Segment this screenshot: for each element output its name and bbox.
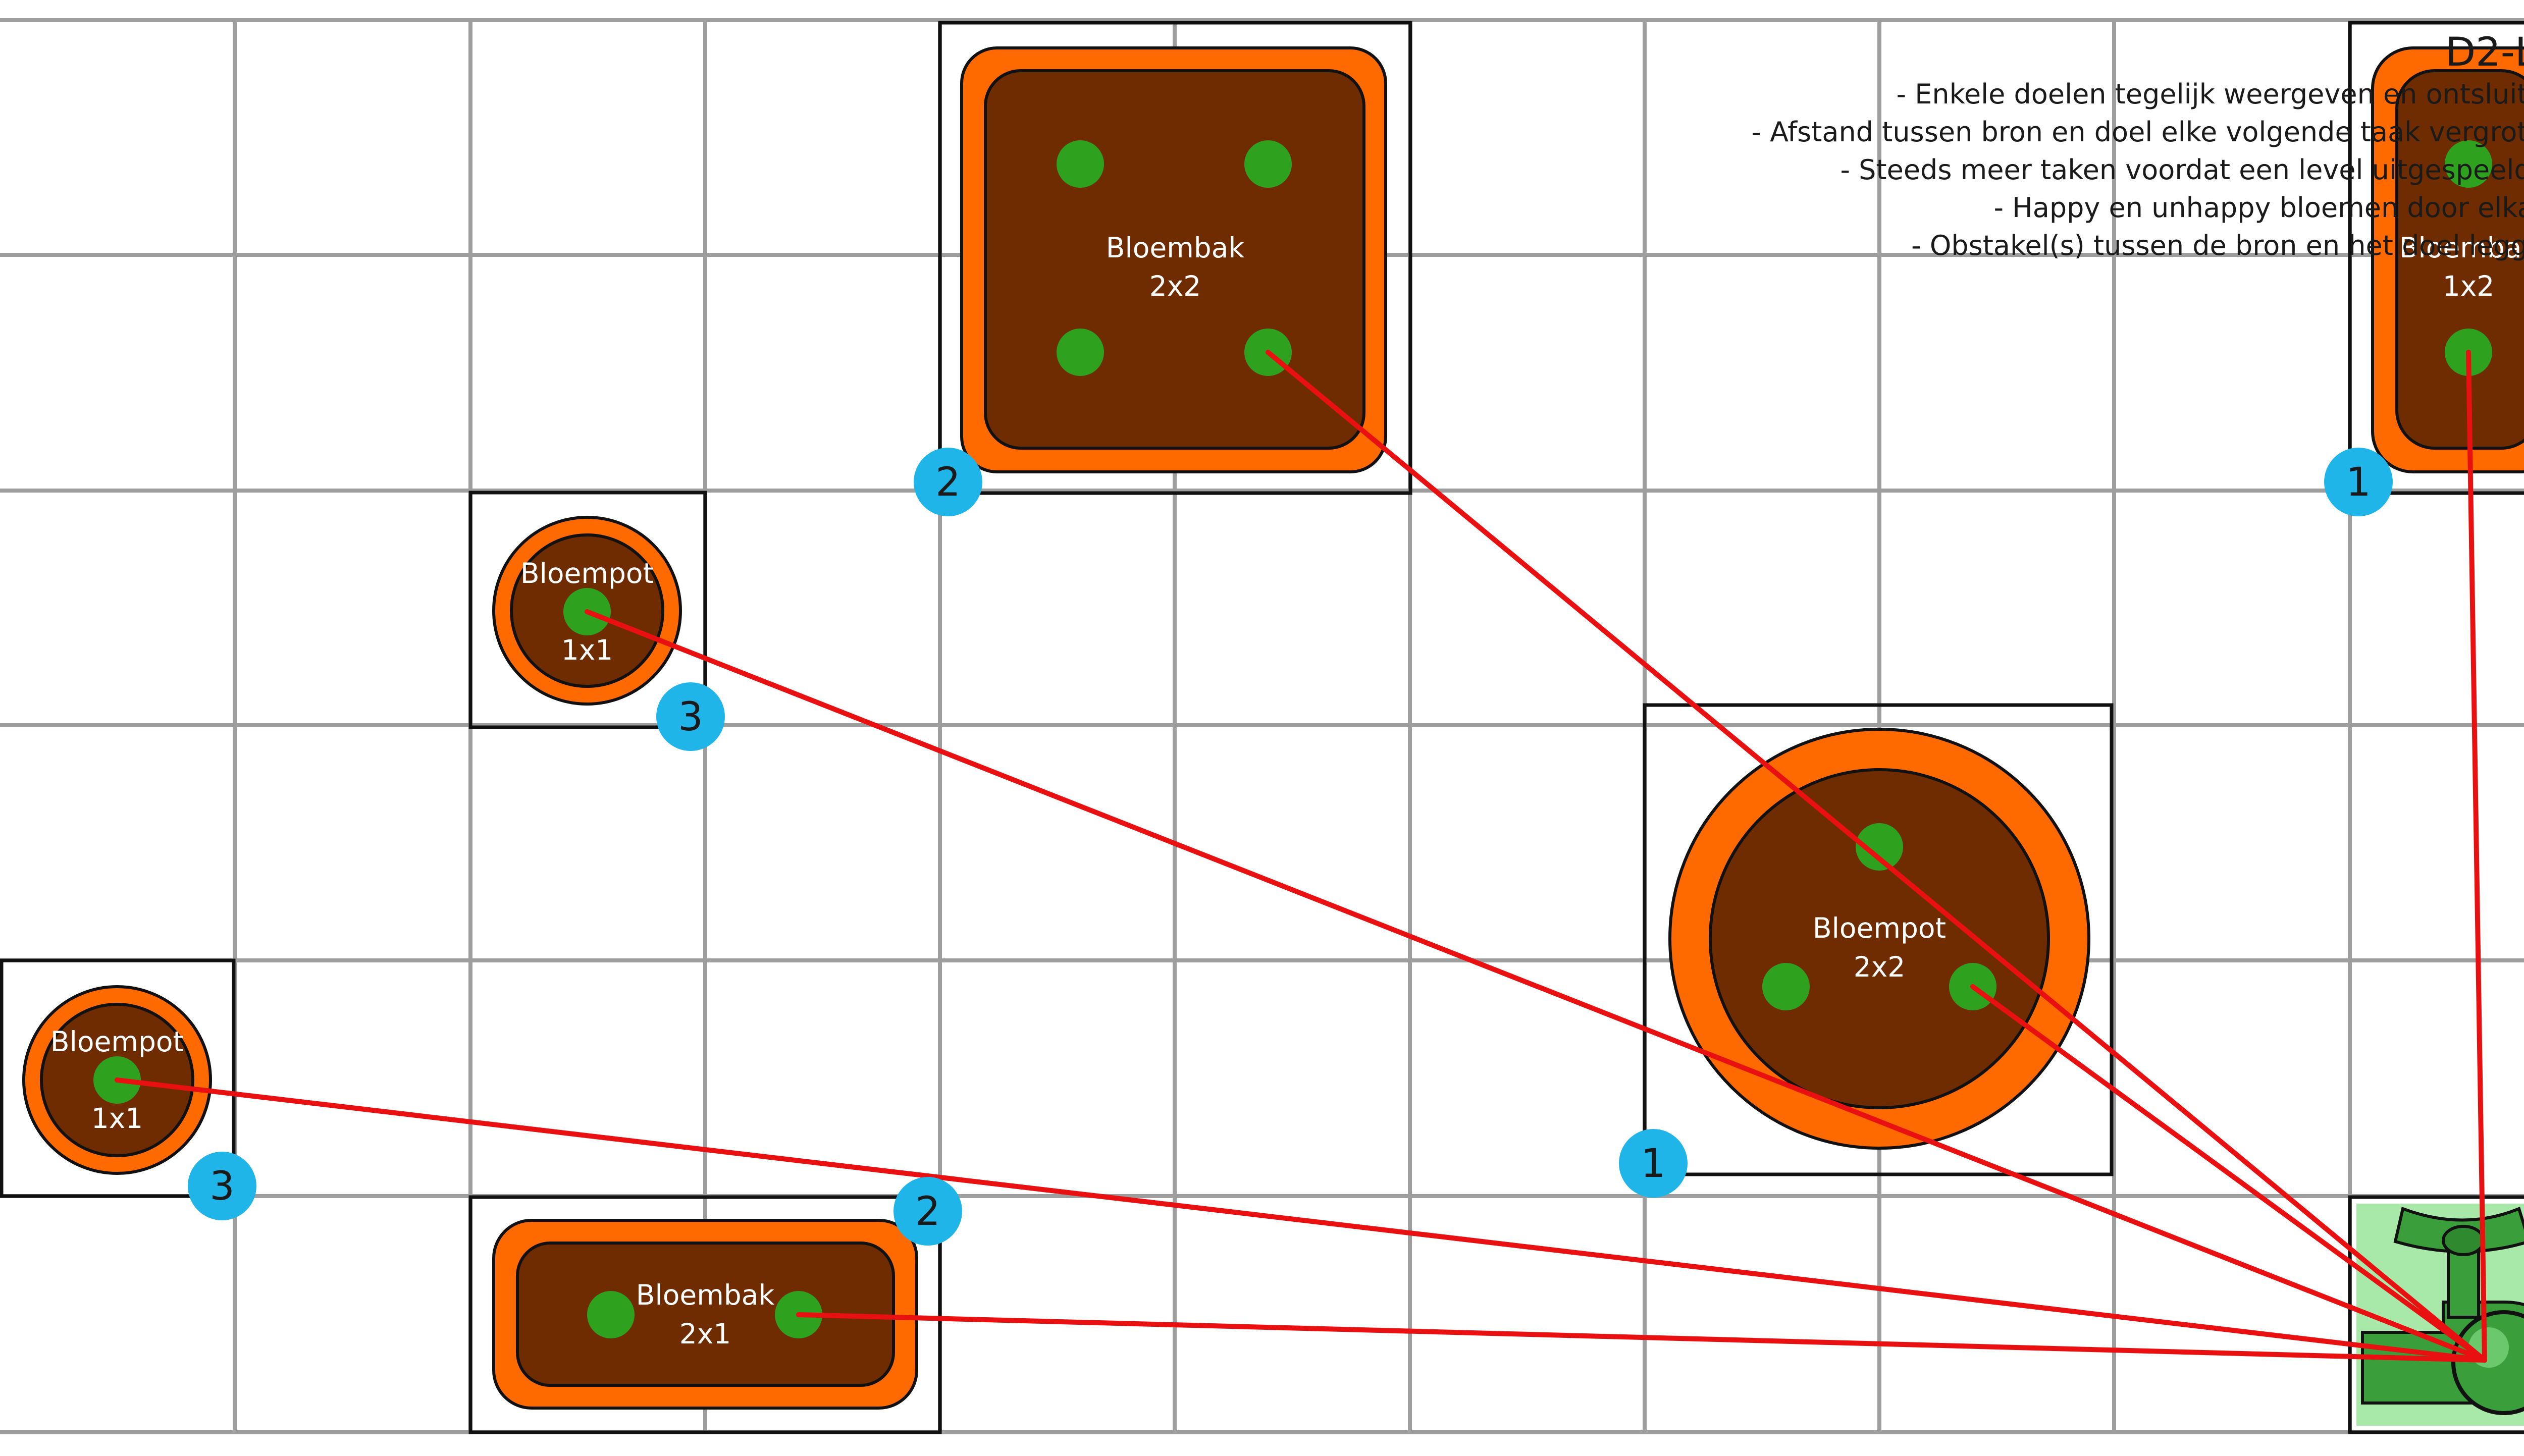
planter-name: Bloempot (520, 557, 654, 589)
planter-size: 2x2 (1149, 270, 1201, 302)
badge-number: 2 (915, 1189, 940, 1234)
flower[interactable] (1762, 963, 1810, 1010)
level-notes: - Enkele doelen tegelijk weergeven en on… (1751, 78, 2524, 261)
badge-3-mid: 3 (656, 682, 725, 751)
note-line: - Afstand tussen bron en doel elke volge… (1751, 116, 2524, 148)
planter-size: 2x1 (679, 1318, 731, 1350)
note-line: - Happy en unhappy bloemen door elkaar (1994, 192, 2524, 224)
tap-knob (2443, 1226, 2484, 1255)
badge-2-top: 2 (914, 448, 982, 516)
planter-name: Bloembak (636, 1279, 775, 1311)
badge-1-big: 1 (1619, 1129, 1688, 1198)
planter-bloempot-2x2[interactable]: Bloempot 2x2 (1645, 705, 2112, 1174)
badge-number: 1 (2346, 460, 2371, 505)
badge-number: 2 (935, 460, 961, 505)
connection-line (1268, 352, 2485, 1360)
badge-number: 1 (1641, 1141, 1666, 1187)
flower[interactable] (1057, 140, 1104, 188)
note-line: - Enkele doelen tegelijk weergeven en on… (1897, 78, 2524, 110)
planter-bloembak-2x2[interactable]: Bloembak 2x2 (940, 23, 1410, 493)
badge-number: 3 (209, 1164, 235, 1209)
connection-line (799, 1315, 2485, 1360)
note-line: - Steeds meer taken voordat een level ui… (1841, 154, 2524, 186)
level-title: D2-L2 (2445, 30, 2524, 75)
planter-size: 2x2 (1854, 951, 1906, 983)
badge-1-right: 1 (2324, 448, 2393, 516)
planter-size: 1x1 (91, 1102, 143, 1135)
planter-name: Bloembak (1106, 232, 1245, 264)
flower[interactable] (1244, 140, 1292, 188)
flower[interactable] (587, 1291, 635, 1338)
note-line: - Obstakel(s) tussen de bron en het doel… (1911, 230, 2524, 261)
badge-number: 3 (678, 694, 703, 740)
planter-name: Bloempot (1813, 912, 1946, 944)
badge-3-left: 3 (188, 1152, 256, 1220)
planter-size: 1x2 (2443, 270, 2495, 302)
badge-2-bottom: 2 (893, 1177, 962, 1246)
flower[interactable] (1057, 329, 1104, 376)
planter-size: 1x1 (561, 634, 613, 666)
planter-name: Bloempot (50, 1026, 184, 1058)
